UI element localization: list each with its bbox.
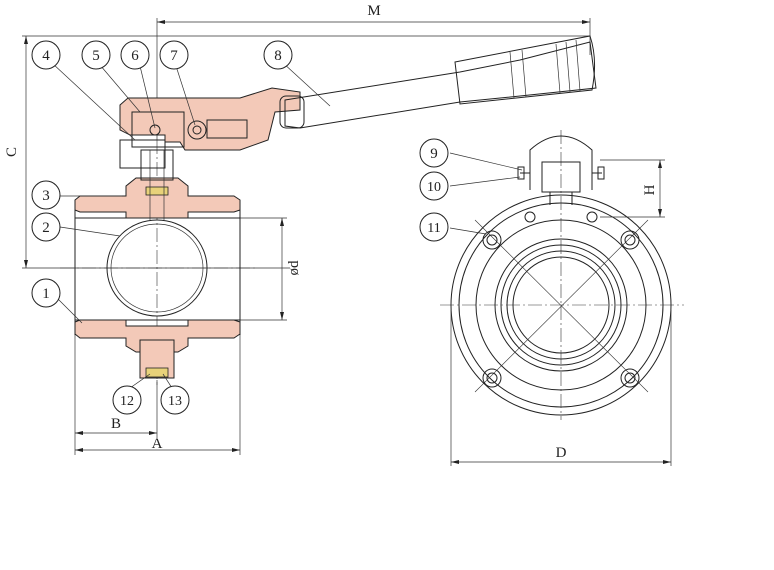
dimension-labels: M C B A ød H D: [4, 3, 658, 461]
balloon-4: 4: [31, 40, 61, 70]
balloon-8: 8: [263, 40, 293, 70]
balloon-2: 2: [31, 212, 61, 242]
svg-text:5: 5: [92, 48, 100, 64]
svg-text:9: 9: [430, 146, 438, 162]
dim-label-a: A: [152, 436, 163, 452]
leader-lines: [51, 61, 523, 389]
balloon-5: 5: [81, 40, 111, 70]
svg-text:13: 13: [168, 394, 182, 409]
valve-side-view: [60, 139, 255, 385]
svg-text:8: 8: [274, 48, 282, 64]
dim-label-d: D: [556, 445, 567, 461]
svg-text:2: 2: [42, 220, 50, 236]
dimension-lines: [22, 18, 591, 455]
balloon-10: 10: [419, 171, 449, 201]
balloon-1: 1: [31, 278, 61, 308]
balloon-9: 9: [419, 138, 449, 168]
svg-text:6: 6: [131, 48, 139, 64]
balloon-7: 7: [159, 40, 189, 70]
svg-text:1: 1: [42, 286, 50, 302]
svg-text:10: 10: [427, 180, 441, 195]
lever-handle: [119, 35, 597, 151]
balloon-3: 3: [31, 180, 61, 210]
balloon-12: 12: [112, 385, 142, 415]
svg-text:4: 4: [42, 48, 50, 64]
bolt-holes: [482, 211, 640, 388]
svg-text:11: 11: [427, 221, 440, 236]
valve-front-view: [440, 130, 684, 466]
dim-label-h: H: [642, 184, 658, 195]
dim-label-m: M: [367, 3, 380, 19]
balloon-11: 11: [419, 212, 449, 242]
balloon-13: 13: [160, 385, 190, 415]
part-balloons: 4 5 6 7 8 3 2 1 12 13 9 10 11: [31, 40, 449, 415]
balloon-6: 6: [120, 40, 150, 70]
dim-label-b: B: [111, 416, 121, 432]
svg-text:12: 12: [120, 394, 134, 409]
svg-text:3: 3: [42, 188, 50, 204]
svg-text:7: 7: [170, 48, 178, 64]
dim-label-d-bore: ød: [286, 260, 302, 276]
dim-label-c: C: [4, 147, 20, 157]
